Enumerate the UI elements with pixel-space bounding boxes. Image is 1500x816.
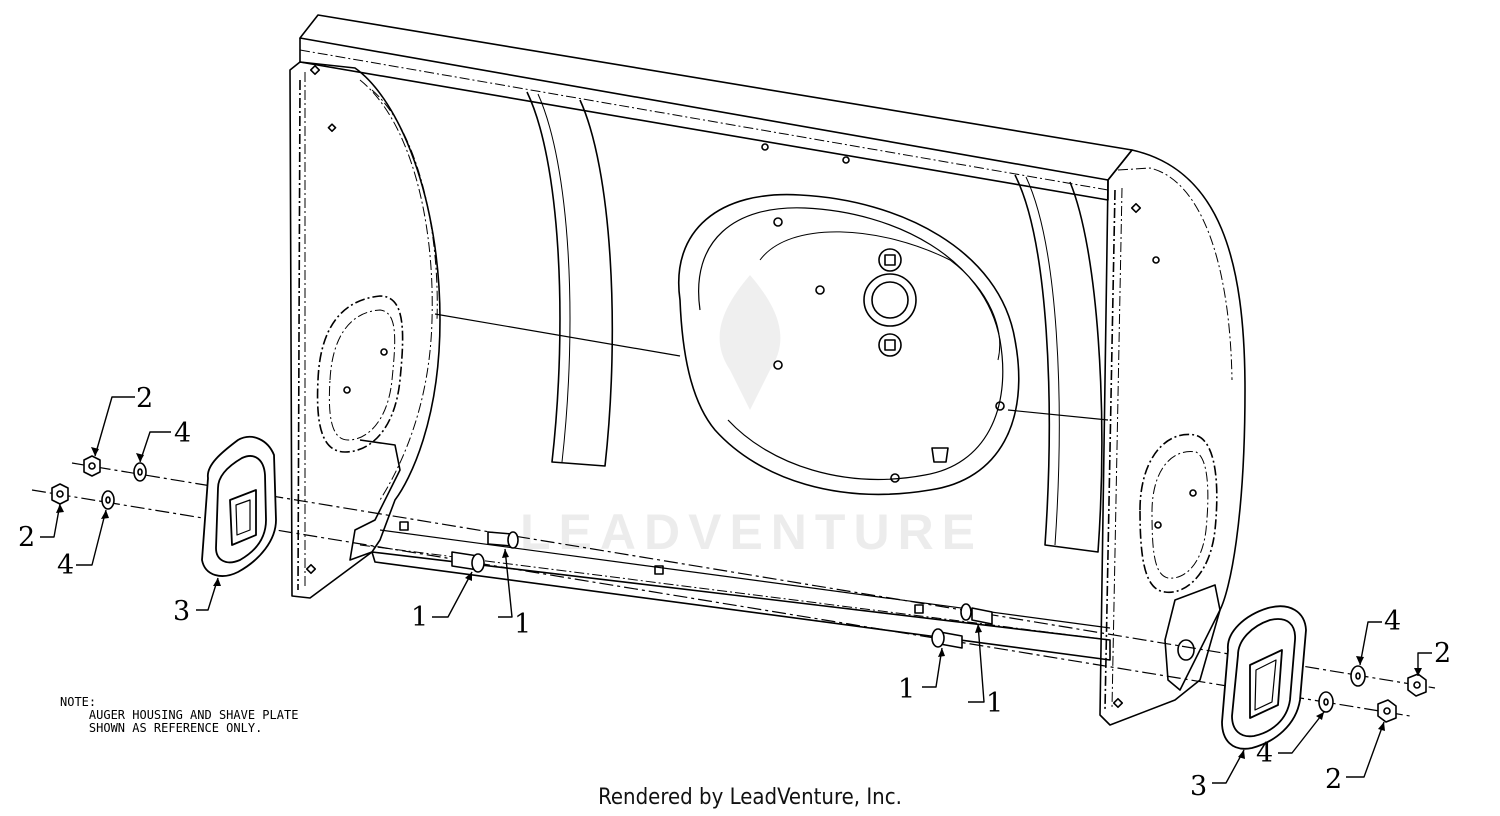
rendered-by-footer: Rendered by LeadVenture, Inc. (598, 785, 902, 810)
callout-3-skid-shoe: 3 (1190, 771, 1208, 802)
left-skid-shoe (201, 435, 277, 577)
diagram-note: NOTE: AUGER HOUSING AND SHAVE PLATE SHOW… (60, 696, 298, 735)
callout-4-washer: 4 (174, 418, 192, 449)
callout-4-washer: 4 (1256, 738, 1274, 769)
note-line-1: AUGER HOUSING AND SHAVE PLATE (60, 708, 299, 722)
callout-2-nut: 2 (1434, 638, 1452, 669)
callout-2-nut: 2 (1325, 764, 1343, 795)
right-skid-shoe (1221, 605, 1307, 750)
callout-3-skid-shoe: 3 (173, 596, 191, 627)
callout-1-bolt: 1 (411, 602, 429, 633)
flat-washers (101, 462, 1366, 713)
housing-top-rail (299, 14, 1133, 201)
right-side-plate (1099, 149, 1246, 726)
housing-back-panel (434, 91, 1160, 553)
callout-1-bolt: 1 (898, 674, 916, 705)
leader-arrowheads (56, 447, 1422, 759)
leadventure-watermark-logo (719, 275, 781, 410)
leader-lines (40, 396, 1432, 784)
callout-1-bolt: 1 (514, 609, 532, 640)
note-heading: NOTE: (60, 695, 97, 709)
hex-nuts (51, 455, 1427, 723)
impeller-housing (677, 193, 1020, 496)
callout-2-nut: 2 (136, 383, 154, 414)
callout-4-washer: 4 (57, 550, 75, 581)
carriage-bolts (451, 531, 993, 649)
callout-4-washer: 4 (1384, 606, 1402, 637)
watermark-text: LEADVENTURE (520, 504, 984, 560)
left-side-plate (289, 61, 441, 599)
note-line-2: SHOWN AS REFERENCE ONLY. (60, 721, 263, 735)
callout-2-nut: 2 (18, 522, 36, 553)
callout-1-bolt: 1 (986, 688, 1004, 719)
